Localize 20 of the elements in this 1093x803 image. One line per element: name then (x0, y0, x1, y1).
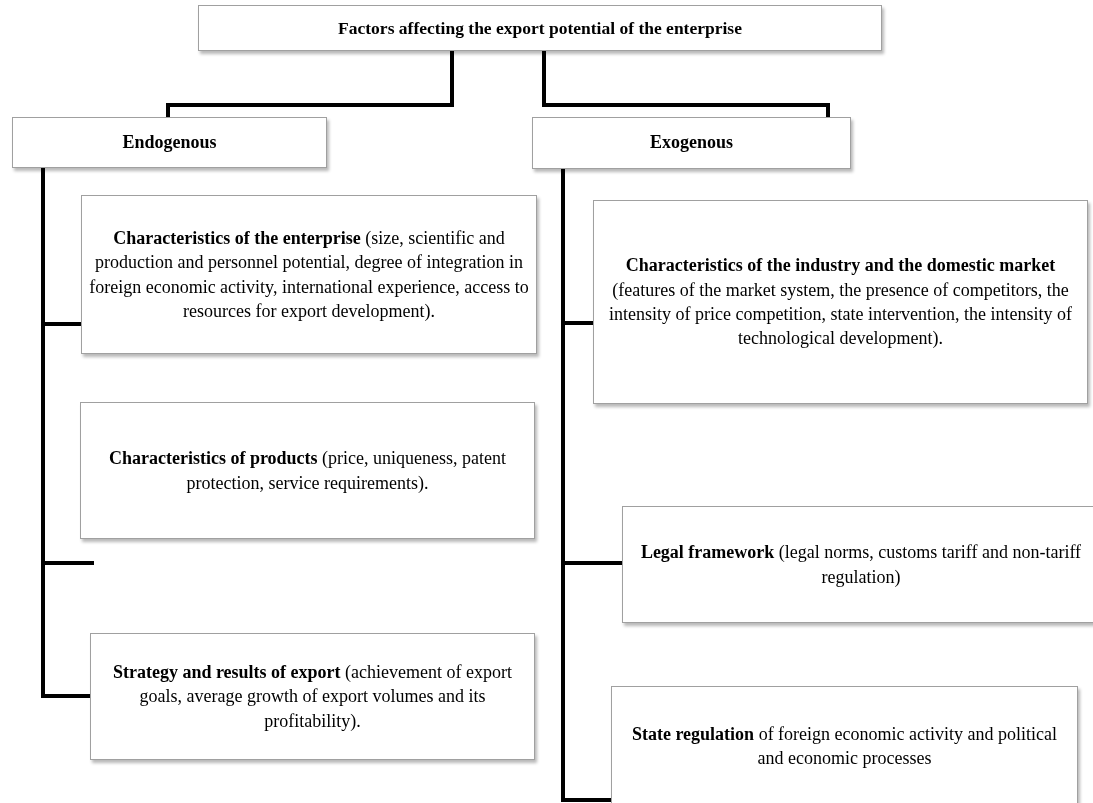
factor-box (81, 195, 537, 354)
box-text: State regulation of foreign economic activity and political and economic processes (630, 722, 1059, 770)
box-heading: Exogenous (650, 132, 733, 154)
factor-box (593, 200, 1088, 404)
box-text: Characteristics of the enterprise (size, scientific and production and personnel potential, degree of integration in foreign economic activity, international experience, access to resources for export development). (88, 226, 530, 323)
box-text: Characteristics of the industry and the domestic market (features of the market system, the presence of competitors, the intensity of price competition, state intervention, the intensity of technological development). (608, 254, 1073, 351)
box-heading: Endogenous (122, 131, 217, 154)
factor-box (622, 506, 1093, 623)
heading-box (532, 117, 851, 169)
heading-box (198, 5, 882, 51)
connector-line (542, 51, 830, 117)
factor-box (80, 402, 535, 539)
box-heading: Factors affecting the export potential of the enterprise (338, 17, 742, 39)
heading-box (12, 117, 327, 168)
box-text: Strategy and results of export (achievement of export goals, average growth of export volumes and its profitability). (111, 660, 514, 733)
box-text: Characteristics of products (price, uniqueness, patent protection, service requirements). (107, 447, 508, 495)
connector-line (166, 51, 454, 117)
box-text: Legal framework (legal norms, customs tariff and non-tariff regulation) (639, 541, 1083, 589)
factor-box (611, 686, 1078, 803)
factor-box (90, 633, 535, 760)
